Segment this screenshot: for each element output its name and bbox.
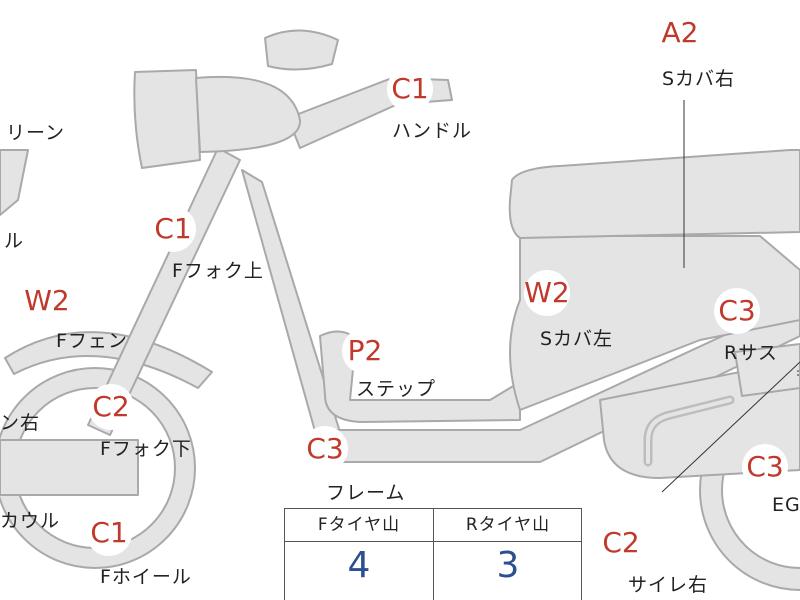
label-screen-partial: リーン [6,122,66,144]
label-step: ステップ [356,378,437,400]
badge-w2-saddle-cover-left: W2 [524,270,570,316]
badge-c3-frame: C3 [302,426,348,472]
label-cowl-partial: カウル [0,510,61,532]
label-saddle-cover-right: Sカバ右 [662,68,736,90]
front-fender-shape [4,331,213,389]
badge-c1-fork-upper: C1 [150,206,196,252]
badge-c2-muffler-right: C2 [598,520,644,566]
windscreen-shape [0,149,29,216]
label-rear-suspension: Rサス [724,342,778,364]
pointer-line-muffler [661,361,800,493]
badge-a2-saddle-cover-right: A2 [657,10,703,56]
headlight-shape [264,29,339,71]
label-handle: ハンドル [392,120,473,142]
label-right-partial: ン右 [0,412,41,434]
headlight-housing-shape [133,69,201,169]
label-front-wheel: Fホイール [100,566,192,588]
front-fork-shape [87,147,241,436]
saddle-cover-left-shape [509,235,800,411]
label-muffler-right: サイレ右 [628,574,709,596]
rear-tire-header: Rタイヤ山 [434,509,582,542]
label-cowl-partial-top: ル [4,230,25,252]
label-frame: フレーム [326,482,406,504]
seat-shape [508,149,800,239]
rear-tire-column: Rタイヤ山 3 [434,509,582,600]
label-fork-upper: Fフォク上 [172,260,264,282]
label-fork-lower: Fフォク下 [100,438,192,460]
badge-c2-fork-lower: C2 [88,384,134,430]
front-cowl-shape [0,439,139,496]
badge-c1-handle: C1 [387,66,433,112]
front-tire-header: Fタイヤ山 [285,509,433,542]
badge-c1-front-wheel: C1 [86,510,132,556]
label-engine-partial: EG [772,494,800,516]
tire-tread-table: Fタイヤ山 4 Rタイヤ山 3 [284,508,582,600]
badge-c3-rear-suspension: C3 [714,288,760,334]
label-front-fender: Fフェン [56,330,128,352]
badge-w2-front-fender: W2 [24,278,70,324]
front-tire-value: 4 [347,545,371,586]
rear-tire-value: 3 [496,545,520,586]
rear-suspension-shape [734,343,800,397]
badge-p2-step: P2 [342,328,388,374]
badge-c3-engine: C3 [742,444,788,490]
label-saddle-cover-left: Sカバ左 [540,328,614,350]
headlight-cowl-shape [195,75,302,153]
front-tire-column: Fタイヤ山 4 [285,509,434,600]
